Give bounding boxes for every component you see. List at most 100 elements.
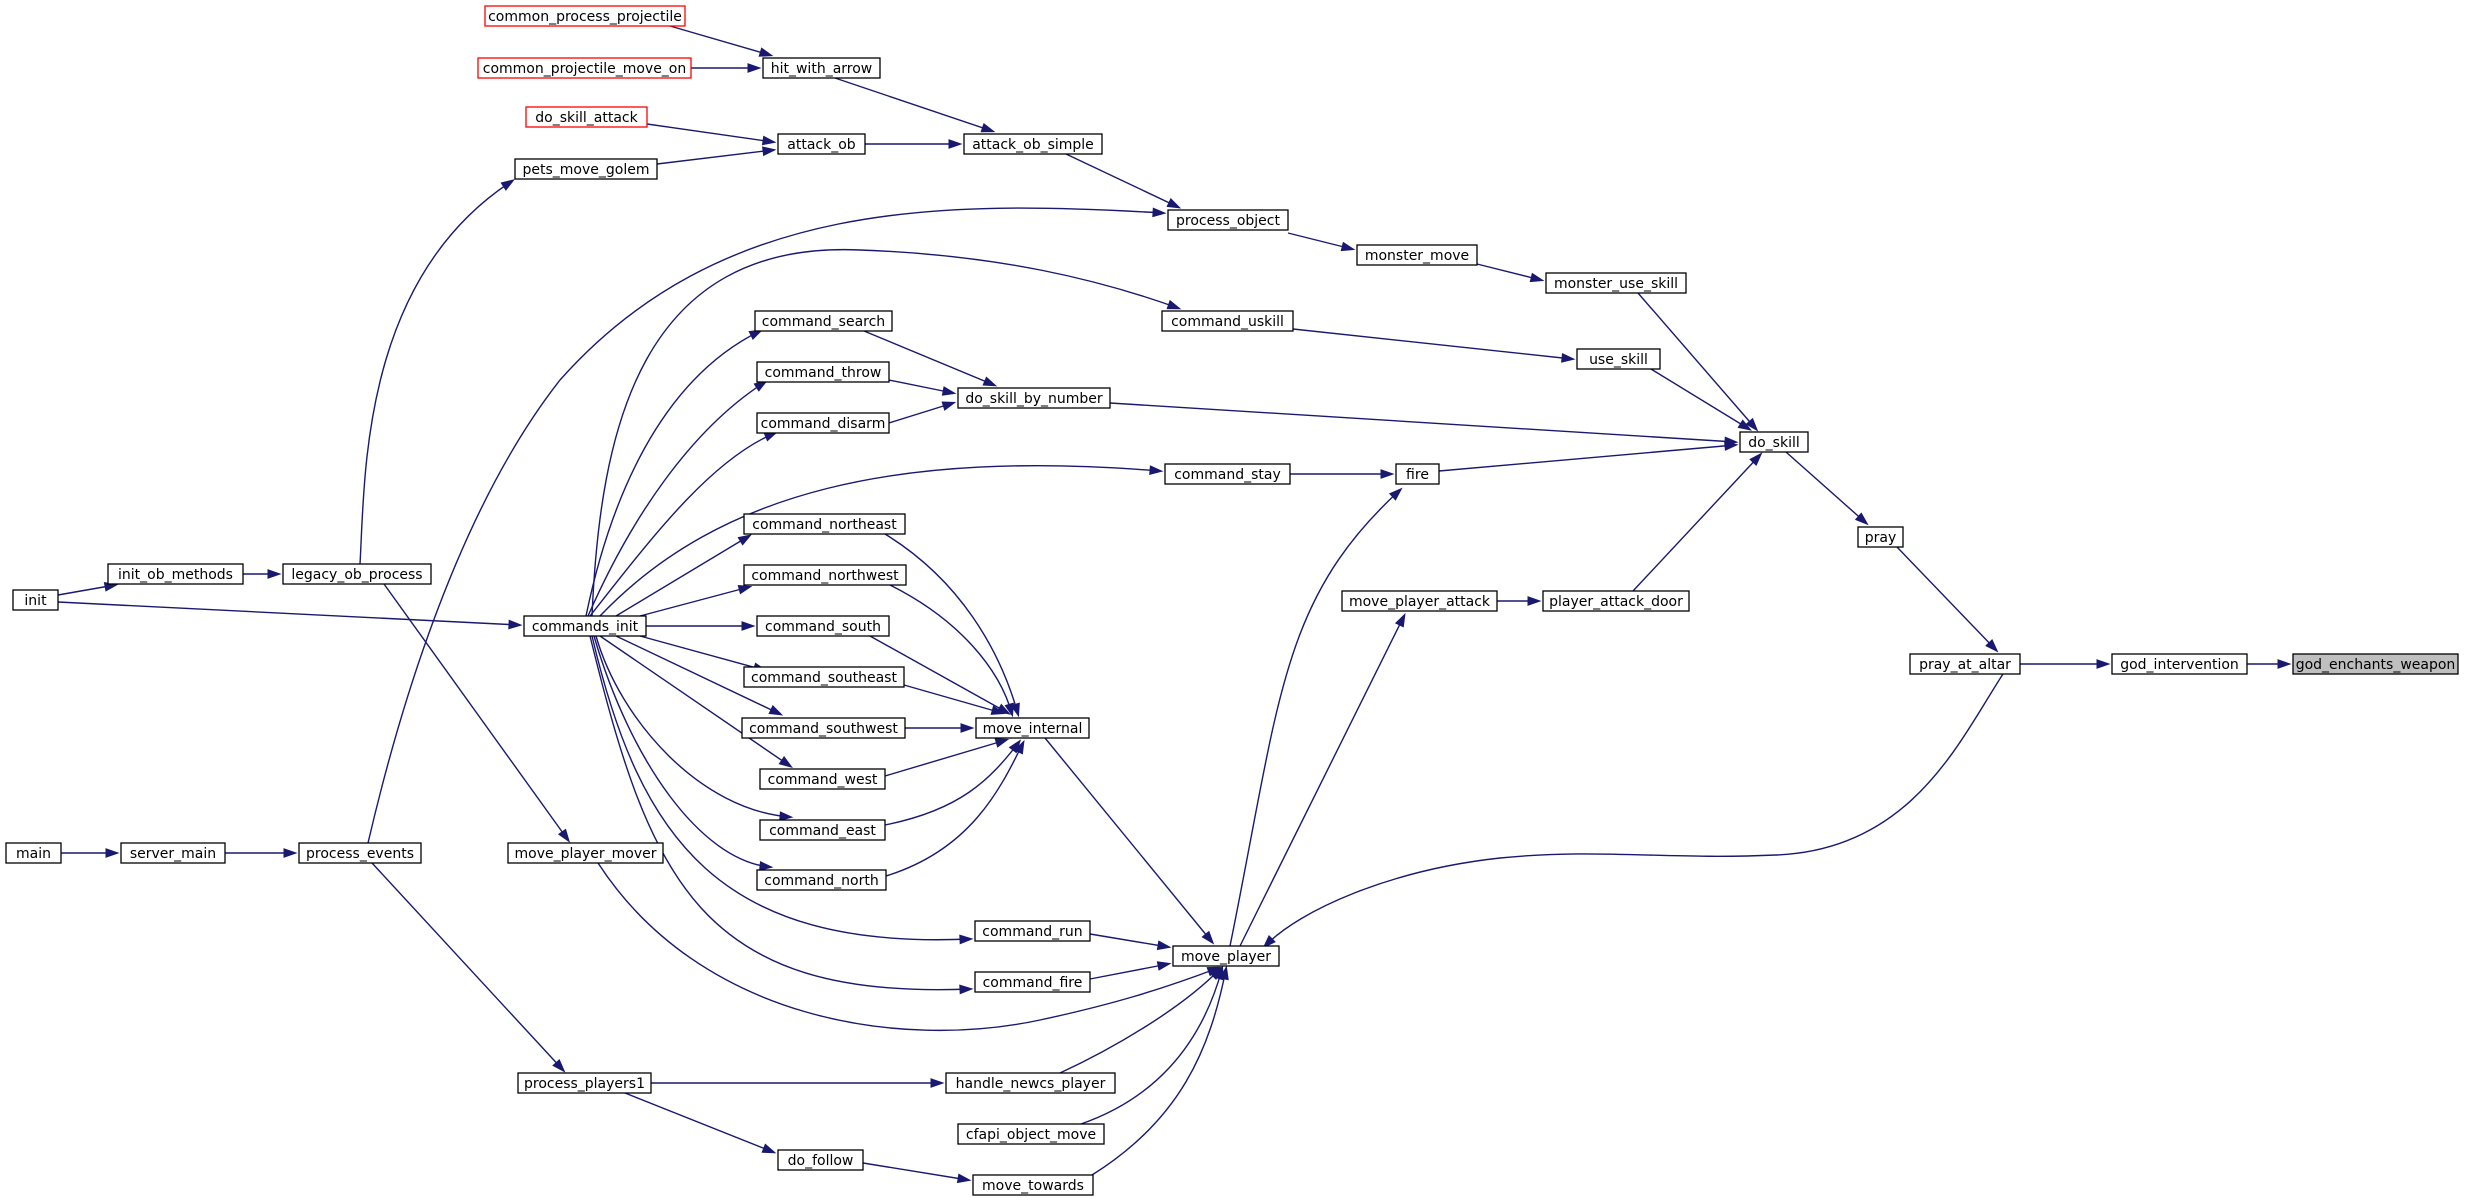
node-command_fire[interactable]: command_fire: [974, 971, 1091, 993]
node-monster_move[interactable]: monster_move: [1356, 244, 1478, 266]
node-command_southwest[interactable]: command_southwest: [741, 717, 906, 739]
node-common_projectile_move_on[interactable]: common_projectile_move_on: [477, 57, 692, 79]
node-do_follow[interactable]: do_follow: [777, 1149, 864, 1171]
node-command_southeast[interactable]: command_southeast: [743, 666, 905, 688]
node-pray_at_altar[interactable]: pray_at_altar: [1909, 653, 2021, 675]
edge-command_throw-to-do_skill_by_number: [888, 379, 957, 396]
arrowhead-icon: [1724, 441, 1739, 451]
edge-command_west-to-move_internal: [884, 738, 1010, 777]
node-hit_with_arrow[interactable]: hit_with_arrow: [762, 57, 881, 79]
node-label: attack_ob_simple: [972, 137, 1094, 153]
node-box: [756, 615, 890, 637]
arrowhead-icon: [1340, 241, 1356, 252]
edge-commands_init-to-command_run: [591, 635, 974, 945]
node-server_main[interactable]: server_main: [120, 842, 226, 864]
node-label: command_run: [982, 924, 1082, 940]
node-god_intervention[interactable]: god_intervention: [2111, 653, 2248, 675]
node-box: [1356, 244, 1478, 266]
node-command_stay[interactable]: command_stay: [1164, 463, 1291, 485]
node-monster_use_skill[interactable]: monster_use_skill: [1545, 272, 1687, 294]
node-box: [1172, 945, 1280, 967]
node-label: pray_at_altar: [1919, 657, 2011, 673]
node-fire[interactable]: fire: [1395, 463, 1440, 485]
node-use_skill[interactable]: use_skill: [1576, 348, 1661, 370]
edge-line: [1292, 328, 1573, 360]
node-command_north[interactable]: command_north: [756, 869, 887, 891]
edge-pray_at_altar-to-god_intervention: [2020, 659, 2111, 669]
node-command_disarm[interactable]: command_disarm: [756, 412, 890, 434]
node-command_run[interactable]: command_run: [974, 920, 1091, 942]
node-common_process_projectile[interactable]: common_process_projectile: [484, 5, 686, 27]
node-label: god_intervention: [2120, 657, 2239, 673]
node-label: do_follow: [788, 1153, 854, 1169]
node-main[interactable]: main: [5, 842, 62, 864]
edge-move_towards-to-move_player: [1091, 965, 1229, 1176]
node-command_uskill[interactable]: command_uskill: [1161, 310, 1294, 332]
edge-command_disarm-to-do_skill_by_number: [888, 401, 957, 424]
node-command_throw[interactable]: command_throw: [756, 361, 890, 383]
node-move_internal[interactable]: move_internal: [975, 717, 1090, 739]
edge-legacy_ob_process-to-move_player_mover: [383, 583, 571, 843]
edge-use_skill-to-do_skill: [1650, 368, 1752, 431]
node-commands_init[interactable]: commands_init: [523, 615, 647, 637]
edge-line: [1476, 263, 1542, 281]
node-command_search[interactable]: command_search: [754, 310, 893, 332]
edge-line: [595, 635, 791, 818]
node-label: move_player: [1181, 949, 1271, 965]
arrowhead-icon: [959, 984, 974, 995]
node-process_object[interactable]: process_object: [1167, 209, 1289, 231]
node-command_east[interactable]: command_east: [759, 819, 886, 841]
node-pets_move_golem[interactable]: pets_move_golem: [514, 158, 658, 180]
node-move_player_mover[interactable]: move_player_mover: [507, 842, 664, 864]
edge-god_intervention-to-god_enchants_weapon: [2247, 659, 2292, 669]
node-command_northwest[interactable]: command_northwest: [743, 564, 907, 586]
node-label: do_skill_by_number: [965, 391, 1103, 407]
edge-common_process_projectile-to-hit_with_arrow: [669, 25, 774, 57]
arrowhead-icon: [761, 135, 777, 146]
node-box: [2292, 653, 2459, 675]
node-box: [1341, 590, 1498, 612]
edge-commands_init-to-command_stay: [599, 465, 1164, 617]
node-do_skill_attack[interactable]: do_skill_attack: [525, 106, 648, 128]
node-command_south[interactable]: command_south: [756, 615, 890, 637]
node-label: command_south: [765, 619, 881, 635]
node-command_west[interactable]: command_west: [759, 768, 886, 790]
node-label: god_enchants_weapon: [2296, 657, 2456, 673]
node-process_events[interactable]: process_events: [298, 842, 422, 864]
edge-pets_move_golem-to-attack_ob: [656, 146, 777, 165]
node-move_player[interactable]: move_player: [1172, 945, 1280, 967]
edge-line: [888, 402, 954, 424]
node-legacy_ob_process[interactable]: legacy_ob_process: [282, 563, 432, 585]
node-god_enchants_weapon[interactable]: god_enchants_weapon: [2292, 653, 2459, 675]
node-label: command_uskill: [1171, 314, 1284, 330]
edge-line: [1065, 153, 1179, 208]
node-label: pets_move_golem: [523, 162, 650, 178]
node-handle_newcs_player[interactable]: handle_newcs_player: [945, 1072, 1116, 1094]
node-label: player_attack_door: [1549, 594, 1683, 610]
node-init_ob_methods[interactable]: init_ob_methods: [107, 563, 244, 585]
node-box: [282, 563, 432, 585]
edge-commands_init-to-command_west: [599, 635, 793, 768]
arrowhead-icon: [1166, 299, 1182, 310]
arrowhead-icon: [1527, 596, 1542, 606]
arrowhead-icon: [778, 756, 793, 768]
node-label: commands_init: [532, 619, 639, 635]
node-do_skill[interactable]: do_skill: [1739, 431, 1809, 453]
node-cfapi_object_move[interactable]: cfapi_object_move: [957, 1123, 1105, 1145]
node-do_skill_by_number[interactable]: do_skill_by_number: [957, 387, 1111, 409]
edge-command_southeast-to-move_internal: [903, 684, 1006, 715]
node-move_towards[interactable]: move_towards: [972, 1174, 1094, 1196]
node-player_attack_door[interactable]: player_attack_door: [1542, 590, 1690, 612]
node-attack_ob[interactable]: attack_ob: [777, 133, 866, 155]
node-process_players1[interactable]: process_players1: [517, 1072, 652, 1094]
edge-line: [371, 862, 564, 1071]
arrowhead-icon: [2096, 659, 2111, 669]
arrowhead-icon: [737, 584, 753, 595]
node-move_player_attack[interactable]: move_player_attack: [1341, 590, 1498, 612]
node-pray[interactable]: pray: [1857, 526, 1904, 548]
node-attack_ob_simple[interactable]: attack_ob_simple: [963, 133, 1103, 155]
node-label: command_stay: [1174, 467, 1281, 483]
edge-command_northwest-to-move_internal: [889, 584, 1014, 718]
node-command_northeast[interactable]: command_northeast: [743, 513, 906, 535]
node-init[interactable]: init: [12, 589, 59, 611]
